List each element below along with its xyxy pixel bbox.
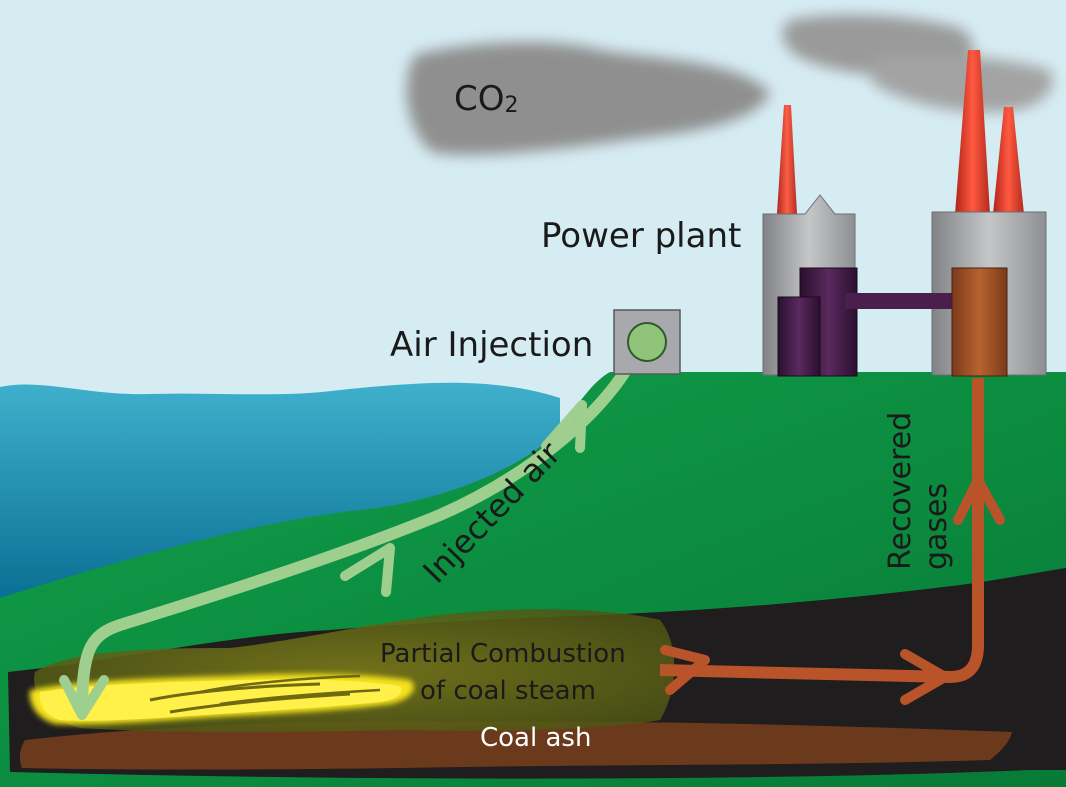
coal-ash-label: Coal ash bbox=[480, 723, 591, 753]
chimney-right bbox=[993, 107, 1024, 214]
air-injection-unit bbox=[613, 309, 681, 375]
fire-zone bbox=[29, 673, 414, 725]
injected-air-arrow bbox=[59, 349, 641, 720]
recovered-gases-label-line2: gases bbox=[919, 483, 954, 570]
power-plant-label: Power plant bbox=[541, 216, 741, 256]
generator-short bbox=[777, 296, 821, 377]
recovered-gases-arrow bbox=[659, 378, 1005, 705]
chimney-center bbox=[955, 50, 990, 214]
partial-combustion-label-line1: Partial Combustion bbox=[380, 639, 626, 669]
coal-ash-layer bbox=[19, 721, 1012, 770]
air-injection-label: Air Injection bbox=[390, 325, 593, 365]
power-plant bbox=[762, 50, 1047, 377]
connector-pipe bbox=[845, 293, 953, 309]
co2-label: CO2 bbox=[454, 79, 519, 119]
gas-processor bbox=[951, 267, 1008, 377]
recovered-gases-label-line1: Recovered bbox=[883, 412, 918, 570]
smoke-clouds bbox=[406, 14, 1053, 155]
partial-combustion-label-line2: of coal steam bbox=[420, 676, 596, 706]
